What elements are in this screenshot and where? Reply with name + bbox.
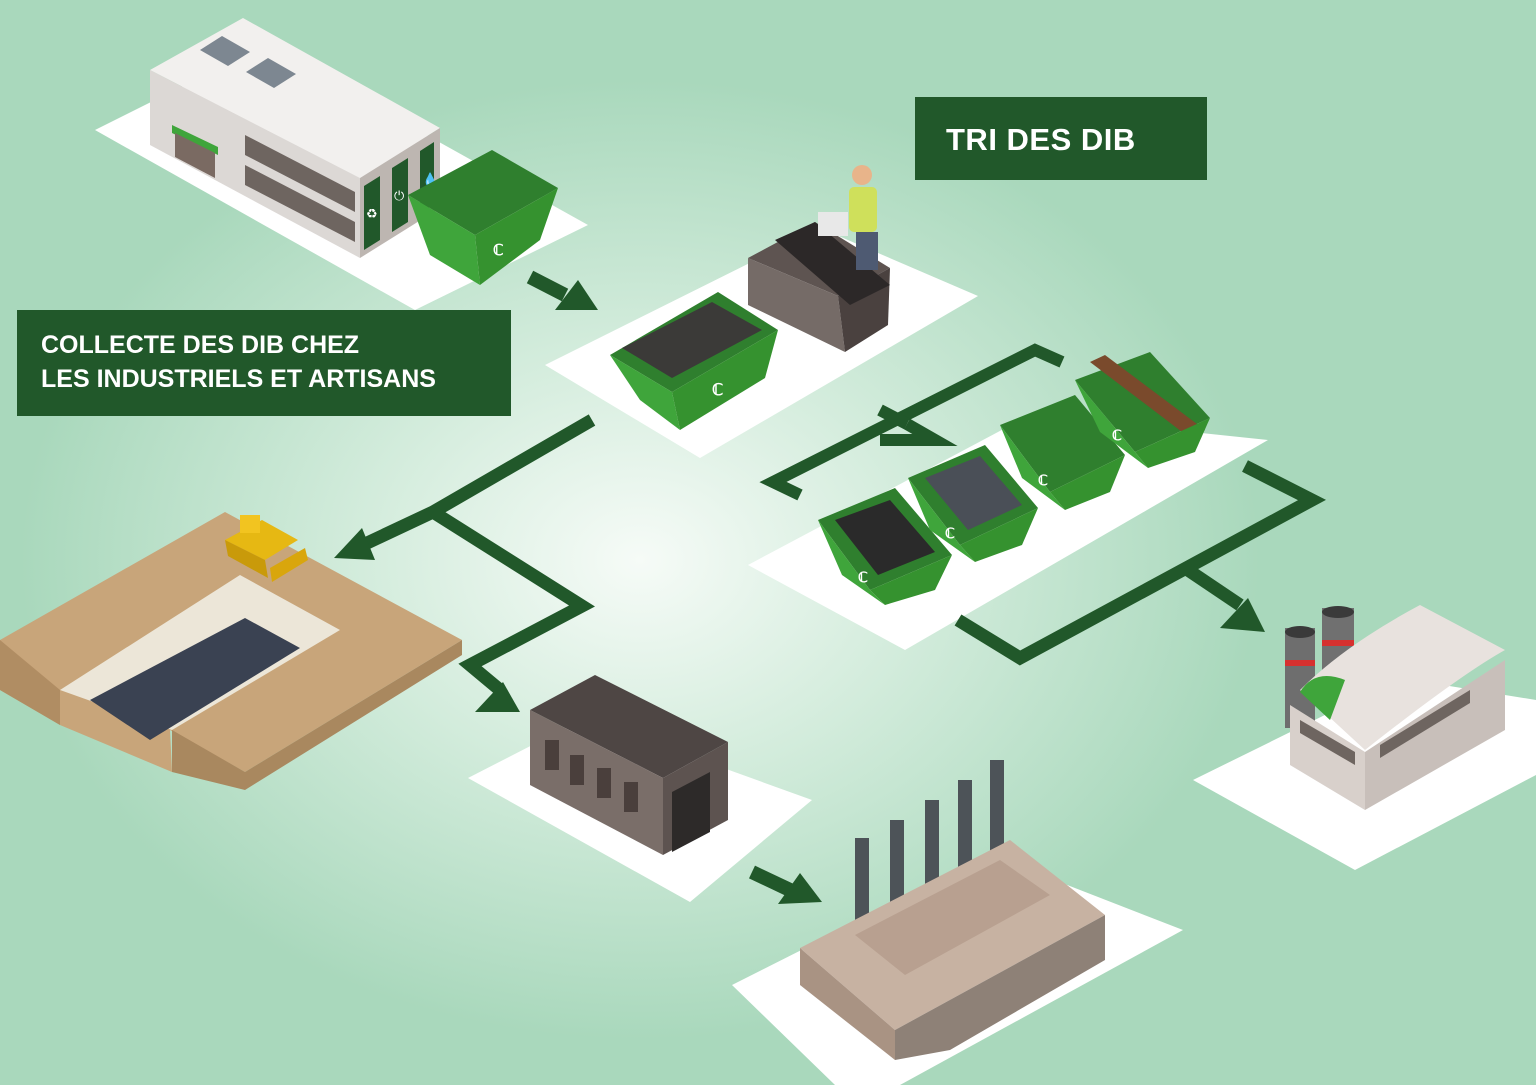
sorting-conveyor <box>748 222 890 352</box>
cc-logo-icon: ℂ <box>945 525 955 541</box>
skip-wood: ℂ <box>1075 352 1210 468</box>
power-plant <box>800 760 1105 1060</box>
industrial-building: ♻ ⏻ 💧 <box>150 18 440 258</box>
worker <box>849 165 878 270</box>
storage-building <box>530 675 728 855</box>
skip-rubble: ℂ <box>908 445 1038 562</box>
landfill <box>0 512 462 790</box>
cc-logo-icon: ℂ <box>1038 472 1048 488</box>
arrow-sorting-to-landfill <box>345 414 596 695</box>
sorting-screen <box>818 212 848 236</box>
cc-logo-icon: ℂ <box>493 242 503 259</box>
arrowhead-warehouse <box>475 682 520 712</box>
skip-empty: ℂ <box>1000 395 1125 510</box>
skips-bracket-bottom <box>954 460 1326 666</box>
power-icon: ⏻ <box>394 189 404 204</box>
skip-container-sorting: ℂ <box>610 292 778 430</box>
arrowhead-cement-plant <box>1220 598 1265 632</box>
cc-logo-icon: ℂ <box>712 382 723 399</box>
collection-label: COLLECTE DES DIB CHEZ LES INDUSTRIELS ET… <box>17 310 511 416</box>
skip-containers-sorted: ℂ ℂ ℂ ℂ <box>818 352 1210 605</box>
arrowhead-landfill <box>334 528 375 560</box>
skip-coal: ℂ <box>818 488 952 605</box>
skips-bracket-top <box>759 343 1065 501</box>
recycle-icon: ♻ <box>366 207 378 222</box>
cement-plant <box>1285 605 1505 810</box>
solar-panel <box>200 36 250 66</box>
arrow-warehouse-to-power-plant <box>749 865 822 904</box>
skip-container-factory: ℂ <box>408 150 558 285</box>
solar-panel <box>246 58 296 88</box>
collection-label-line-1: COLLECTE DES DIB CHEZ <box>41 331 360 359</box>
cc-logo-icon: ℂ <box>1112 427 1122 443</box>
awning <box>172 125 218 155</box>
cc-logo-icon: ℂ <box>858 569 868 585</box>
sorting-label: TRI DES DIB <box>915 97 1207 180</box>
flow-arrows <box>334 270 1326 904</box>
collection-label-line-2: LES INDUSTRIELS ET ARTISANS <box>41 365 436 393</box>
bulldozer <box>225 515 308 582</box>
arrow-collection-to-sorting <box>526 270 598 310</box>
